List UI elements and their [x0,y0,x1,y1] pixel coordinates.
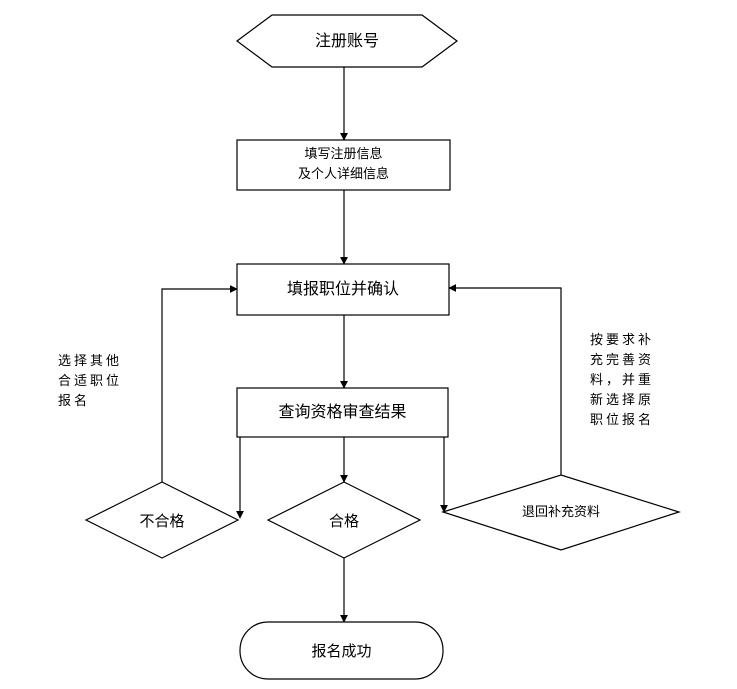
left-note-line-1: 选择其他 [58,354,123,369]
success-label: 报名成功 [311,642,372,660]
fill-info-line-1: 填写注册信息 [304,147,383,162]
arrow-fail-to-report [161,285,238,482]
right-note-line-5: 职位报名 [590,413,655,428]
pass-diamond [266,481,422,559]
return-diamond [441,474,681,551]
left-note-line-3: 报名 [58,394,91,409]
left-note-line-2: 合适职位 [58,374,123,389]
right-note: 按要求补 充完善资 料，并重 新选择原 职位报名 [590,331,654,431]
right-note-line-4: 新选择原 [590,393,655,408]
fill-info-box [236,139,451,191]
arrow-return-to-report [448,284,562,475]
left-note: 选择其他 合适职位 报名 [58,352,122,412]
fill-info-line-2: 及个人详细信息 [297,167,389,182]
fail-diamond [84,481,240,559]
pass-label: 合格 [328,512,359,530]
return-label: 退回补充资料 [521,505,600,520]
right-note-line-3: 料，并重 [590,373,655,388]
right-note-line-2: 充完善资 [590,353,655,368]
right-note-line-1: 按要求补 [590,333,655,348]
query-result-box [236,387,449,438]
register-label: 注册账号 [314,31,379,50]
report-position-label: 填报职位并确认 [286,279,399,298]
register-hexagon [235,14,459,68]
query-result-label: 查询资格审查结果 [278,402,407,421]
fail-label: 不合格 [139,512,185,530]
fill-info-label: 填写注册信息 及个人详细信息 [237,145,450,185]
